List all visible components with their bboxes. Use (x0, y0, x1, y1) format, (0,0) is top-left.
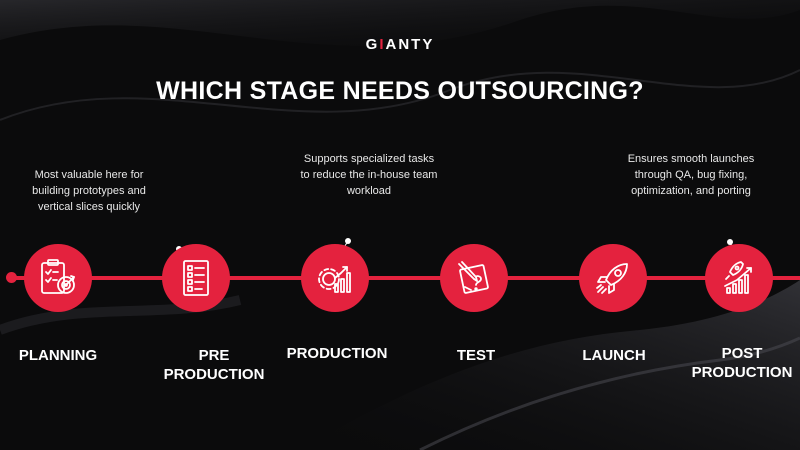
note-production: Supports specialized tasks to reduce the… (284, 151, 454, 199)
stage-label-line: PRODUCTION (691, 364, 793, 381)
note-line: Most valuable here for (34, 169, 144, 181)
note-line: building prototypes and (32, 185, 146, 197)
checklist-icon (183, 260, 209, 296)
stage-label-line: LAUNCH (582, 347, 646, 364)
note-post-production: Ensures smooth launches through QA, bug … (606, 151, 776, 199)
stage-label-line: POST (721, 345, 763, 362)
stage-label-line: TEST (456, 347, 496, 364)
stage-post-production (705, 244, 773, 312)
note-line: through QA, bug fixing, (634, 169, 748, 181)
timeline-start-dot (6, 272, 17, 283)
test-pen-question-icon (458, 261, 489, 294)
stage-label-planning: PLANNING (0, 346, 123, 365)
stage-test (440, 244, 508, 312)
stage-pre-production (162, 244, 230, 312)
stage-label-launch: LAUNCH (549, 346, 679, 365)
strategy-target-icon (41, 259, 75, 294)
stage-launch (579, 244, 647, 312)
stage-label-pre-production: PRE PRODUCTION (149, 346, 279, 384)
stage-label-test: TEST (411, 346, 541, 365)
note-line: vertical slices quickly (37, 201, 141, 213)
note-line: Ensures smooth launches (627, 153, 755, 165)
timeline-line (12, 276, 800, 280)
stage-label-post-production: POST PRODUCTION (677, 344, 800, 382)
note-line: optimization, and porting (631, 185, 751, 197)
note-planning: Most valuable here for building prototyp… (4, 167, 174, 215)
stage-label-line: PRE (198, 347, 230, 364)
stage-label-line: PRODUCTION (163, 366, 265, 383)
page-title: WHICH STAGE NEEDS OUTSOURCING? (156, 77, 644, 105)
note-line: to reduce the in-house team (300, 169, 438, 181)
stage-label-production: PRODUCTION (272, 344, 402, 363)
stage-label-line: PLANNING (18, 347, 98, 364)
stage-production (301, 244, 369, 312)
stage-planning (24, 244, 92, 312)
brand-logo: GIANTY (365, 36, 435, 53)
stage-label-line: PRODUCTION (286, 345, 388, 362)
rocket-growth-chart-icon (724, 261, 752, 294)
note-line: workload (346, 185, 392, 197)
gear-growth-chart-icon (318, 266, 351, 293)
note-line: Supports specialized tasks (303, 153, 435, 165)
rocket-icon (596, 263, 628, 294)
